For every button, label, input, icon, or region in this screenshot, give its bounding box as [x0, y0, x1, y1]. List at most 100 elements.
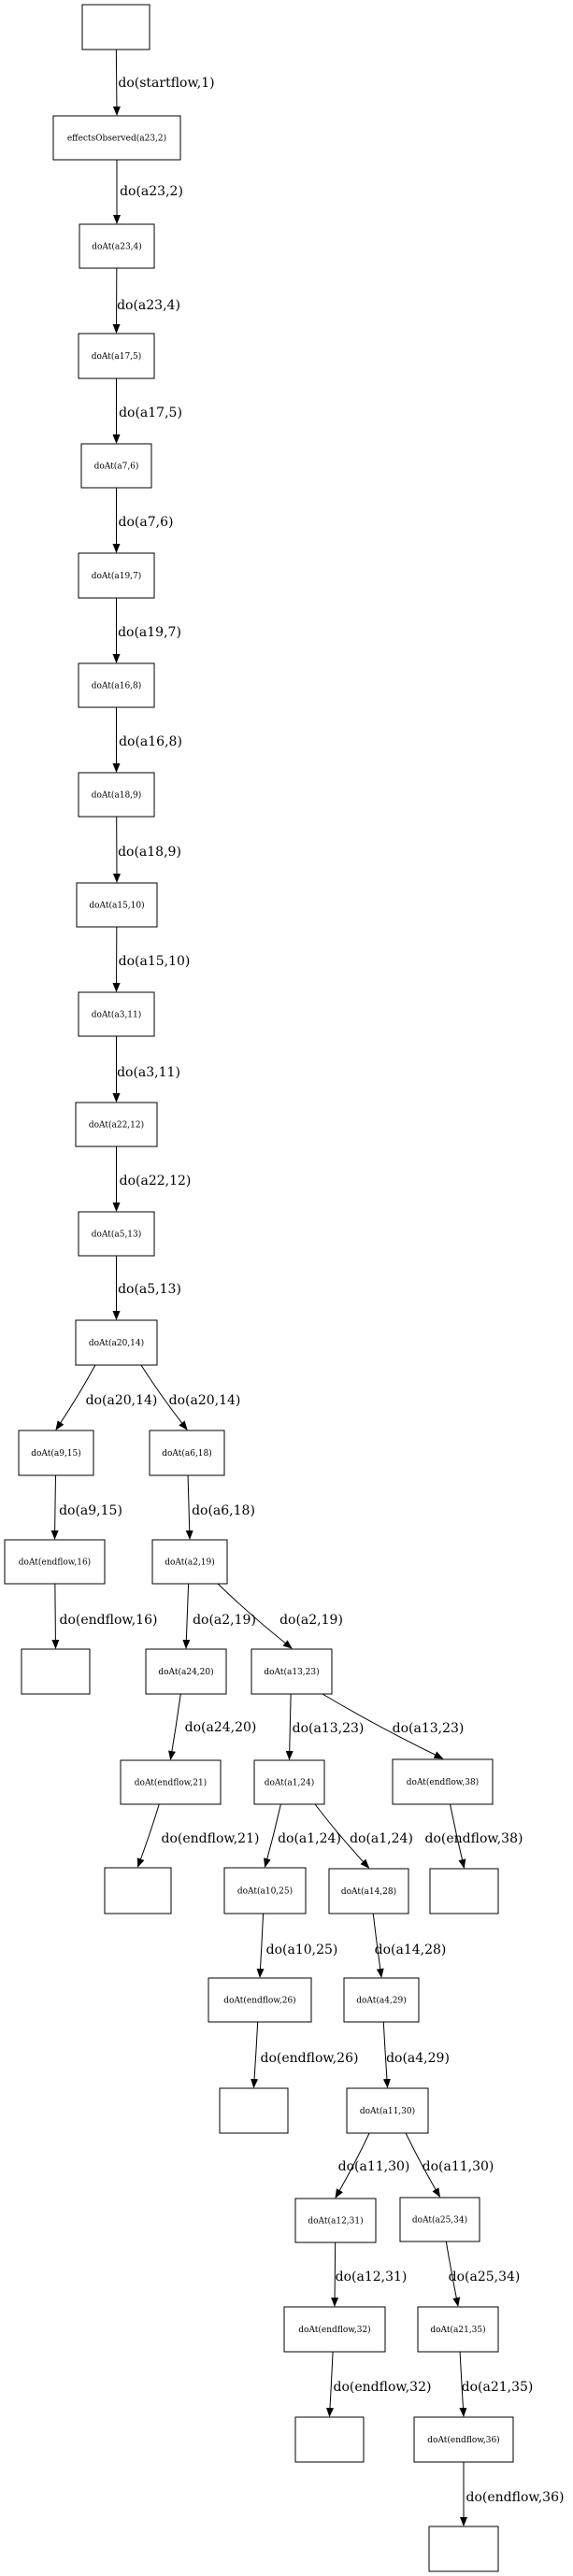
edge-label: do(a10,25): [266, 1943, 338, 1957]
node-n2: effectsObserved(a23,2): [52, 115, 181, 161]
edge-line: [450, 1803, 466, 1869]
state-box: [76, 882, 158, 928]
node-label: doAt(a6,18): [162, 1448, 212, 1459]
edge-n35-n37: do(a21,35): [459, 2351, 534, 2417]
node-label: doAt(a10,25): [237, 1886, 293, 1897]
node-end4: [219, 2087, 289, 2134]
state-box: [253, 1759, 325, 1805]
node-label: doAt(a9,15): [31, 1448, 81, 1459]
edge-line: [112, 49, 121, 116]
edge-label: do(a11,30): [338, 2159, 410, 2174]
node-label: doAt(a16,8): [92, 681, 142, 691]
edge-line: [322, 1693, 444, 1759]
node-label: doAt(a15,10): [89, 901, 144, 911]
edge-line: [445, 2241, 461, 2307]
edge-label: do(a13,23): [393, 1721, 465, 1736]
node-label: doAt(a4,29): [356, 1996, 407, 2006]
edge-line: [331, 2242, 339, 2307]
node-n8: doAt(a18,9): [78, 772, 155, 818]
state-box: [151, 1539, 228, 1585]
state-box: [413, 2416, 514, 2463]
state-box: [145, 1648, 227, 1695]
edge-n32-n34: do(a12,31): [331, 2242, 408, 2307]
edge-label: do(a20,14): [86, 1393, 158, 1408]
state-box: [283, 2306, 386, 2353]
empty-state-box: [429, 1868, 499, 1914]
node-label: doAt(a24,20): [158, 1667, 213, 1677]
state-box: [79, 223, 155, 269]
node-end6: [428, 2526, 499, 2572]
edge-line: [140, 1364, 188, 1430]
edge-line: [251, 2021, 259, 2088]
node-label: doAt(endflow,32): [298, 2325, 370, 2335]
edge-n25-n28: do(a10,25): [256, 1913, 338, 1978]
edge-label: do(a7,6): [119, 515, 174, 530]
node-label: doAt(endflow,21): [135, 1778, 207, 1788]
edge-line: [285, 1693, 294, 1760]
edge-label: do(a12,31): [336, 2270, 408, 2284]
state-box: [52, 115, 181, 161]
node-n37: doAt(endflow,36): [413, 2416, 514, 2463]
edge-label: do(a16,8): [119, 734, 182, 749]
edge-label: do(a23,2): [120, 184, 183, 199]
node-n4: doAt(a17,5): [78, 333, 155, 379]
empty-state-box: [219, 2087, 289, 2134]
node-n29: doAt(a4,29): [343, 1977, 420, 2023]
edge-line: [405, 2132, 441, 2198]
state-box: [120, 1759, 222, 1805]
node-n9: doAt(a15,10): [76, 882, 158, 928]
edge-label: do(a9,15): [59, 1503, 122, 1518]
empty-state-box: [81, 4, 150, 50]
node-label: doAt(endflow,36): [427, 2435, 499, 2445]
edge-label: do(a21,35): [462, 2380, 534, 2395]
state-box: [78, 991, 155, 1037]
edge-line: [382, 2021, 391, 2088]
edge-n29-n31: do(a4,29): [382, 2021, 450, 2088]
node-label: doAt(a20,14): [89, 1338, 144, 1348]
edge-label: do(a24,20): [185, 1720, 257, 1735]
edge-n33-n35: do(a25,34): [445, 2241, 520, 2307]
edge-n37-end6: do(endflow,36): [460, 2462, 565, 2526]
edge-n19-n21: do(a24,20): [168, 1693, 257, 1760]
node-n14: doAt(a9,15): [18, 1430, 94, 1476]
state-box: [417, 2306, 499, 2353]
edge-n31-n33: do(a11,30): [405, 2132, 494, 2198]
state-box: [399, 2197, 480, 2242]
node-label: doAt(a5,13): [92, 1230, 142, 1240]
node-label: doAt(a23,4): [92, 242, 142, 252]
edge-label: do(endflow,36): [466, 2490, 565, 2505]
node-label: doAt(a25,34): [412, 2215, 467, 2226]
empty-state-box: [104, 1867, 172, 1914]
state-box: [346, 2087, 429, 2134]
edge-label: do(a14,28): [375, 1943, 447, 1957]
state-box: [208, 1977, 312, 2023]
edge-n22-n25: do(a1,24): [264, 1803, 341, 1868]
edge-n17-n19: do(a2,19): [182, 1583, 256, 1649]
edge-n3-n4: do(a23,4): [112, 267, 180, 334]
state-box: [18, 1430, 94, 1476]
edge-n2-n3: do(a23,2): [113, 159, 183, 224]
edge-start-n2: do(startflow,1): [112, 49, 215, 116]
state-box: [251, 1648, 333, 1695]
edge-label: do(a5,13): [118, 1282, 181, 1297]
edge-label: do(a3,11): [117, 1065, 180, 1080]
node-n15: doAt(a6,18): [149, 1430, 225, 1476]
node-n3: doAt(a23,4): [79, 223, 155, 269]
edge-line: [459, 2351, 467, 2417]
node-label: effectsObserved(a23,2): [67, 134, 166, 144]
edge-label: do(a4,29): [386, 2051, 450, 2066]
empty-state-box: [428, 2526, 499, 2572]
edge-label: do(a2,19): [193, 1613, 256, 1628]
edge-n13-n14: do(a20,14): [55, 1364, 158, 1430]
edge-label: do(a19,7): [118, 625, 181, 640]
node-n6: doAt(a19,7): [78, 552, 155, 599]
node-label: doAt(endflow,16): [19, 1558, 91, 1568]
edge-label: do(startflow,1): [118, 76, 214, 91]
node-end3: [429, 1868, 499, 1914]
state-box: [78, 772, 155, 818]
node-label: doAt(a14,28): [341, 1886, 396, 1897]
node-end2: [104, 1867, 172, 1914]
edge-n21-end2: do(endflow,21): [136, 1803, 259, 1868]
node-label: doAt(a22,12): [89, 1120, 144, 1131]
